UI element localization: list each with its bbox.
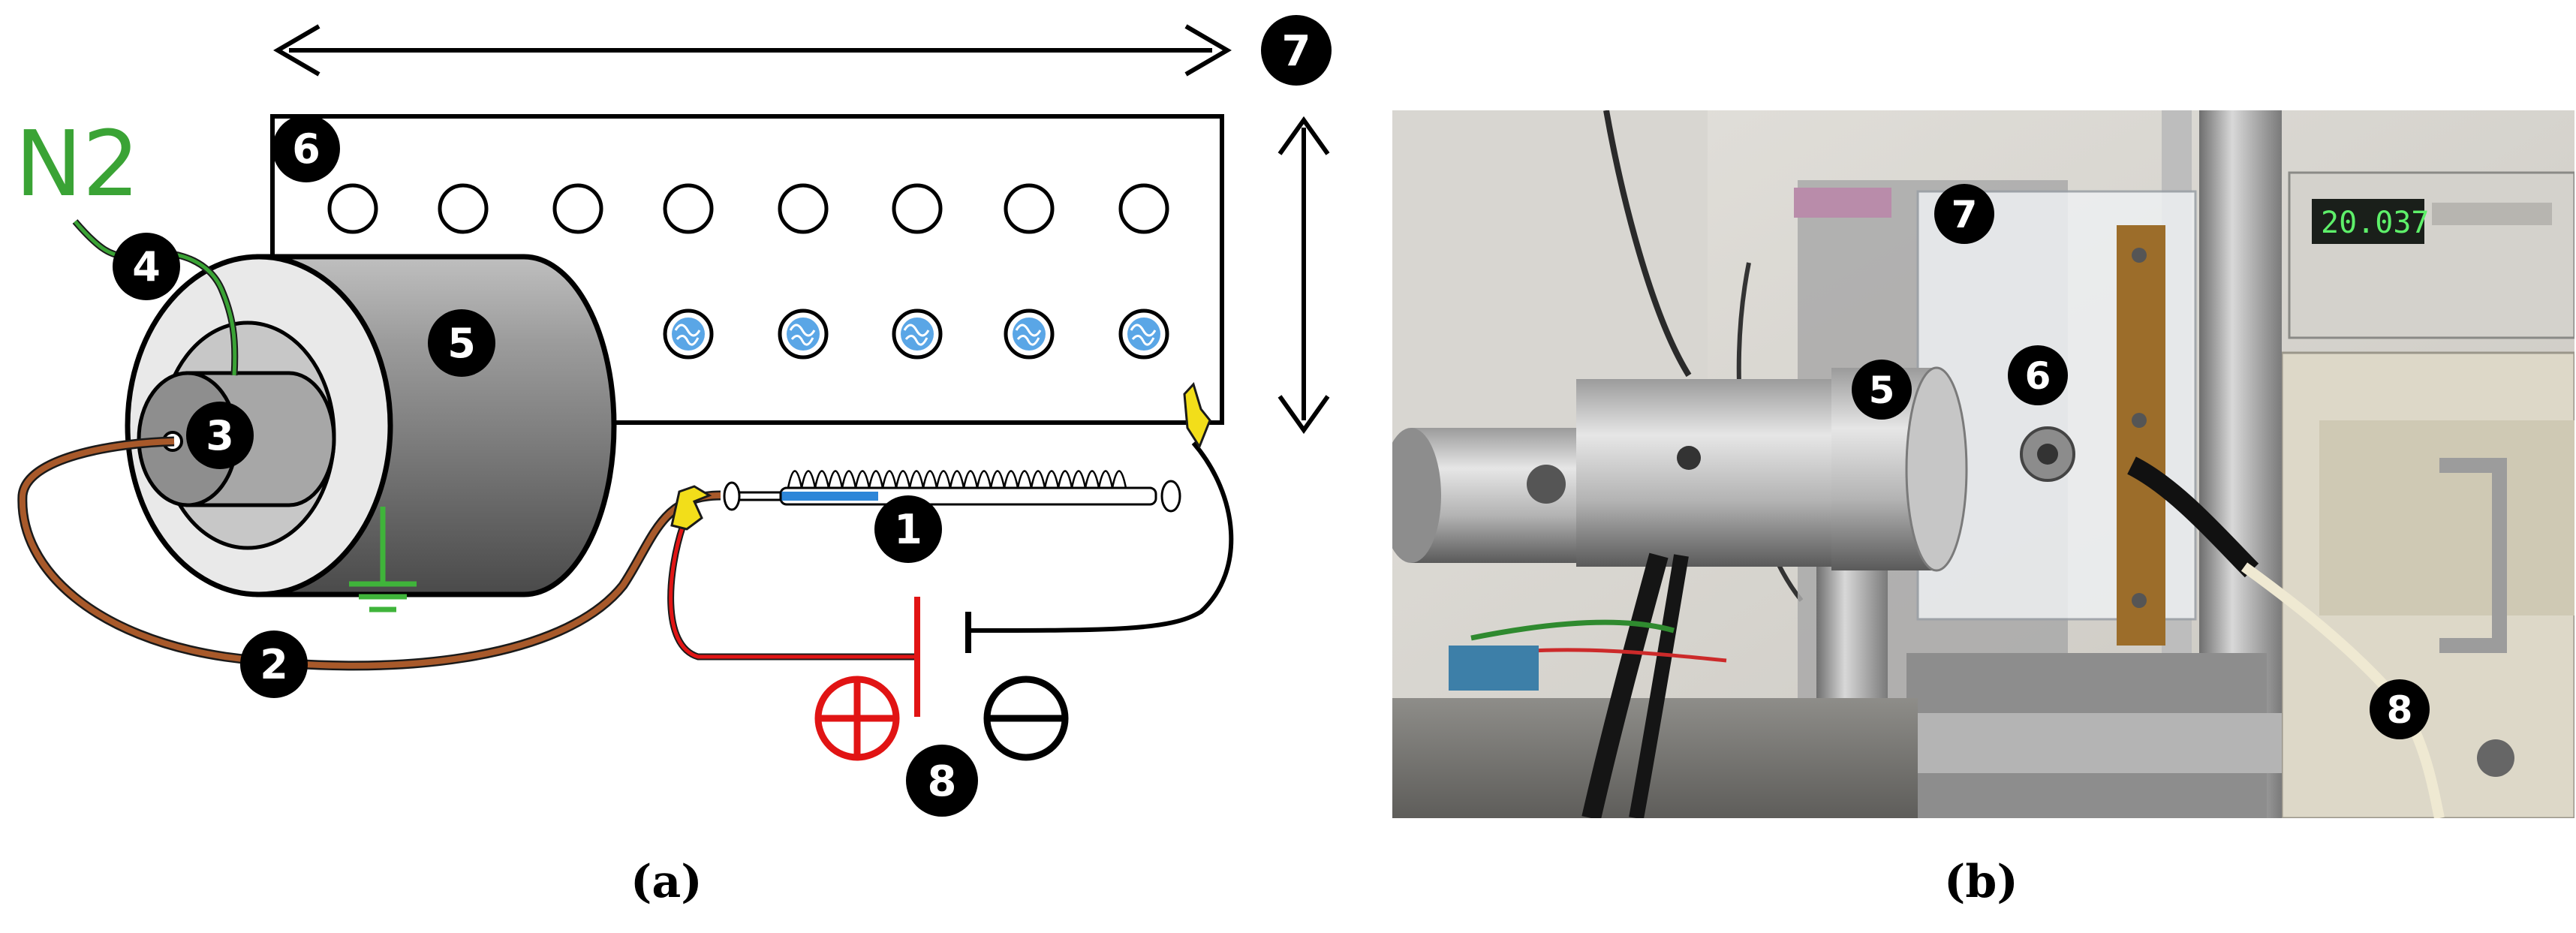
fiber-sample [663,308,714,360]
marker-collector-plate: 6 [272,115,340,182]
ground-symbol [349,507,417,612]
gas-cylinder [125,254,617,597]
marker-power-supply: 8 [906,745,978,817]
hole-row-top [327,183,1169,234]
hole-row-bottom [663,308,1169,360]
horizontal-motion-arrow [273,24,1232,77]
marker-gas-tube: 4 [113,233,180,300]
gas-label: N2 [15,113,140,217]
photo-marker-cylinder: 5 [1852,360,1912,420]
caption-b: (b) [1944,856,2018,908]
svg-text:6: 6 [2025,354,2051,398]
panel-b-photo: 20.037 [1392,110,2574,818]
caption-a: (a) [630,856,703,908]
marker-cylinder: 5 [428,309,495,377]
svg-text:2: 2 [260,641,288,688]
svg-text:6: 6 [292,125,320,173]
negative-clip [1183,382,1211,450]
fiber-sample [778,308,829,360]
display-reading: 20.037 [2321,206,2430,240]
vertical-motion-arrow [1277,116,1330,435]
photo-cylinder [1392,366,1968,572]
panel-a-schematic: N2 1 2 3 4 5 6 7 [15,15,1332,817]
svg-text:4: 4 [132,243,161,290]
svg-text:1: 1 [894,506,922,553]
svg-text:7: 7 [1952,193,1978,236]
positive-clip [670,485,712,531]
power-supply-unit: 20.037 [2280,171,2574,818]
photo-marker-motion-stage: 7 [1934,184,1994,244]
fiber-sample [1004,308,1055,360]
negative-wire [968,441,1234,633]
fiber-sample [1118,308,1169,360]
svg-text:5: 5 [1869,369,1895,412]
plus-sign [814,676,900,761]
minus-sign [983,676,1069,761]
svg-text:8: 8 [928,757,957,806]
svg-text:7: 7 [1282,27,1311,76]
svg-text:3: 3 [206,412,234,459]
syringe [723,470,1181,513]
marker-brown-cable: 2 [240,631,308,698]
svg-text:5: 5 [447,320,476,367]
photo-marker-power-supply: 8 [2370,679,2430,739]
power-supply-symbol [914,597,971,717]
marker-motion-stage: 7 [1261,15,1332,86]
photo-marker-collector-plate: 6 [2008,345,2068,405]
fiber-sample [892,308,943,360]
marker-inner-electrode: 3 [186,402,254,469]
marker-syringe: 1 [874,495,942,563]
svg-text:8: 8 [2387,688,2413,732]
